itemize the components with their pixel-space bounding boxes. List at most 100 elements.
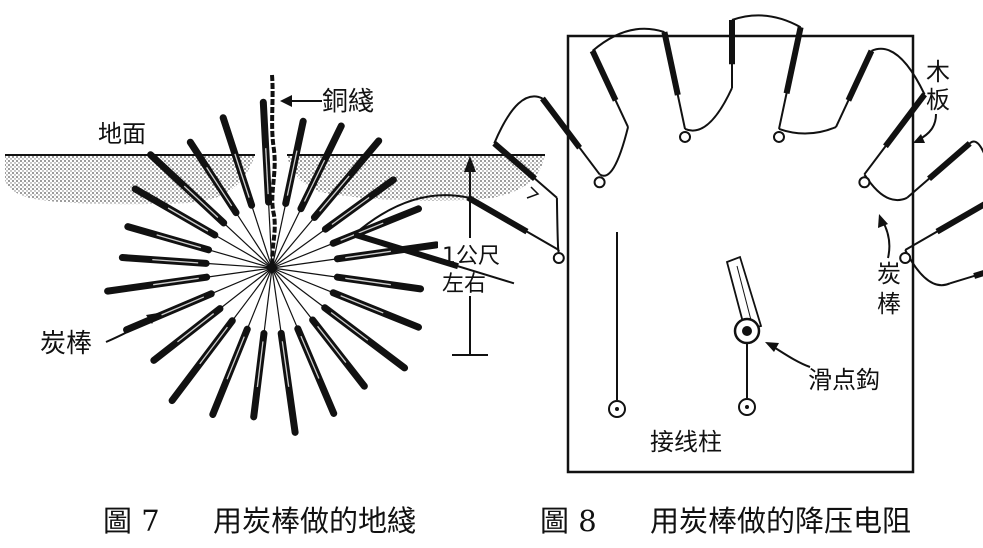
figure-7: 銅綫 地面 1公尺 左右 炭棒 (5, 74, 545, 436)
carbon-rod-segment (589, 49, 619, 102)
rod-highlight (226, 336, 245, 380)
label-slider: 滑点鈎 (808, 366, 880, 394)
rod-highlight (152, 258, 199, 264)
rod-lead-wire (271, 199, 288, 269)
rod-highlight (183, 185, 219, 219)
contact-stud (899, 252, 912, 264)
slider-arm-shade (736, 265, 753, 325)
rod-lead-wire (262, 267, 273, 338)
rod-highlight (340, 295, 384, 314)
carbon-rod-segment (466, 194, 529, 235)
rod-lead-wire (271, 257, 342, 269)
rod-lead-wire (216, 267, 273, 312)
carbon-rod-arrowhead-fig7 (146, 313, 158, 324)
slider-pivot-inner (742, 326, 752, 336)
coil-leg (949, 272, 983, 285)
rod-lead-wire (271, 226, 329, 269)
carbon-rod-segment (540, 96, 582, 150)
copper-wire (270, 74, 277, 269)
coil-leg (904, 203, 983, 251)
rod-lead-wire (267, 198, 273, 269)
rod-lead-wire (220, 219, 273, 269)
carbon-rod-pointer-fig7 (105, 316, 153, 343)
label-wood-board-2: 板 (926, 86, 950, 114)
rod-lead-wire (271, 241, 338, 269)
rod-lead-wire (271, 213, 318, 269)
carbon-rod-segment (661, 31, 681, 96)
rod-highlight (345, 277, 391, 286)
contact-stud (679, 130, 692, 143)
rod-highlight (300, 335, 320, 379)
carbon-rod-segment (492, 141, 537, 181)
rod-lead-wire (271, 267, 342, 279)
label-terminal: 接线柱 (650, 428, 722, 456)
rod-lead-wire (271, 267, 329, 311)
rod-lead-wire (202, 267, 273, 279)
rod-highlight (286, 150, 298, 196)
wood-board-arrowhead (913, 134, 925, 143)
caption-fig8-title: 用炭棒做的降压电阻 (650, 504, 911, 538)
carbon-rod-coil (353, 14, 983, 287)
label-wood-board-1: 木 (926, 58, 950, 86)
rod-highlight (161, 296, 205, 316)
contact-stud (858, 176, 871, 189)
depth-label-bg (438, 238, 506, 296)
carbon-rod-arrowhead-fig8 (878, 214, 888, 228)
rod-lead-wire (207, 267, 273, 296)
terminal-post-slider-center (745, 405, 749, 409)
rod-highlight (167, 207, 209, 232)
rod-lead-wire (271, 267, 300, 333)
carbon-rod-segment (973, 270, 983, 279)
rod-lead-wire (202, 262, 273, 269)
rod-highlight (345, 250, 391, 259)
rod-lead-wire (249, 201, 273, 269)
label-carbon-rod-fig7: 炭棒 (40, 329, 92, 359)
slider-arrowhead (765, 342, 779, 352)
label-copper-wire: 銅綫 (322, 87, 374, 117)
carbon-rod-segment (927, 141, 972, 181)
ground-end-arrow (526, 186, 540, 199)
label-carbon-rod-fig8-2: 棒 (877, 290, 901, 318)
carbon-rod-segment (935, 201, 983, 235)
soil-right (287, 155, 545, 201)
carbon-rod-segment (783, 26, 804, 94)
carbon-rod-segment (883, 92, 927, 149)
rod-highlight (265, 148, 269, 195)
rod-highlight (206, 167, 233, 207)
rod-highlight (177, 313, 215, 343)
rod-lead-wire (229, 267, 273, 325)
rod-highlight (256, 341, 264, 388)
rod-highlight (199, 326, 228, 365)
rod-lead-wire (211, 232, 273, 269)
label-depth-approx: 左右 (442, 272, 486, 297)
rod-lead-wire (271, 267, 316, 324)
rod-highlight (281, 341, 290, 387)
rod-hub (267, 263, 277, 273)
figure-8: 木 板 炭 棒 滑点鈎 接线柱 (353, 14, 983, 474)
rod-lead-wire (271, 267, 338, 295)
rod-highlight (234, 153, 250, 198)
rod-highlight (317, 325, 347, 363)
rod-highlight (156, 234, 202, 249)
rod-highlight (153, 277, 199, 286)
terminal-post-left-center (615, 407, 619, 411)
rod-lead-wire (271, 204, 304, 269)
caption-fig7-title: 用炭棒做的地綫 (213, 504, 416, 538)
rod-lead-wire (233, 208, 273, 269)
caption-fig7-number: 圖 7 (103, 504, 160, 538)
label-ground: 地面 (98, 120, 146, 148)
contact-stud (593, 176, 606, 189)
contact-stud (552, 252, 565, 264)
copper-wire-arrowhead (280, 95, 292, 107)
contact-stud (772, 130, 785, 143)
rod-lead-wire (204, 248, 273, 269)
rod-highlight (303, 159, 326, 202)
rod-lead-wire (271, 267, 283, 338)
rod-highlight (319, 175, 350, 212)
caption-fig8-number: 圖 8 (540, 504, 597, 538)
rod-lead-wire (245, 267, 273, 334)
carbon-rod-segment (845, 49, 875, 102)
carbon-rod-segment (353, 231, 459, 270)
rod-highlight (340, 222, 384, 241)
